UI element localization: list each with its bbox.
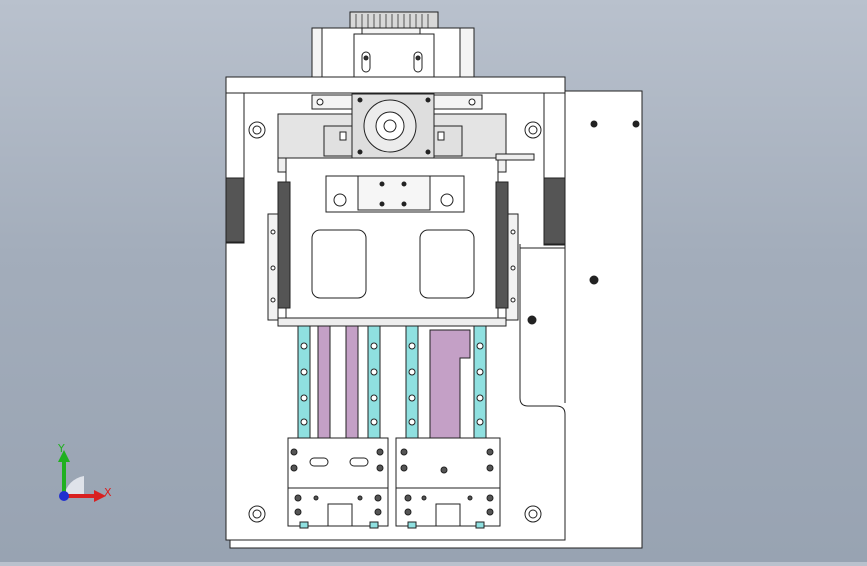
side-guides	[225, 92, 566, 246]
base-holes	[248, 120, 640, 523]
top-motor-block	[311, 11, 475, 79]
lower-bolts	[290, 448, 494, 516]
y-axis-label: Y	[57, 442, 65, 455]
axis-triad: Y X	[44, 436, 124, 516]
x-axis-label: X	[104, 486, 112, 499]
lower-cyan-tabs	[299, 521, 485, 529]
lower-blocks	[287, 437, 501, 527]
rail-bolts	[300, 342, 484, 426]
z-axis-dot	[59, 491, 69, 501]
carriage	[267, 113, 535, 327]
rotary-mount	[323, 93, 463, 159]
